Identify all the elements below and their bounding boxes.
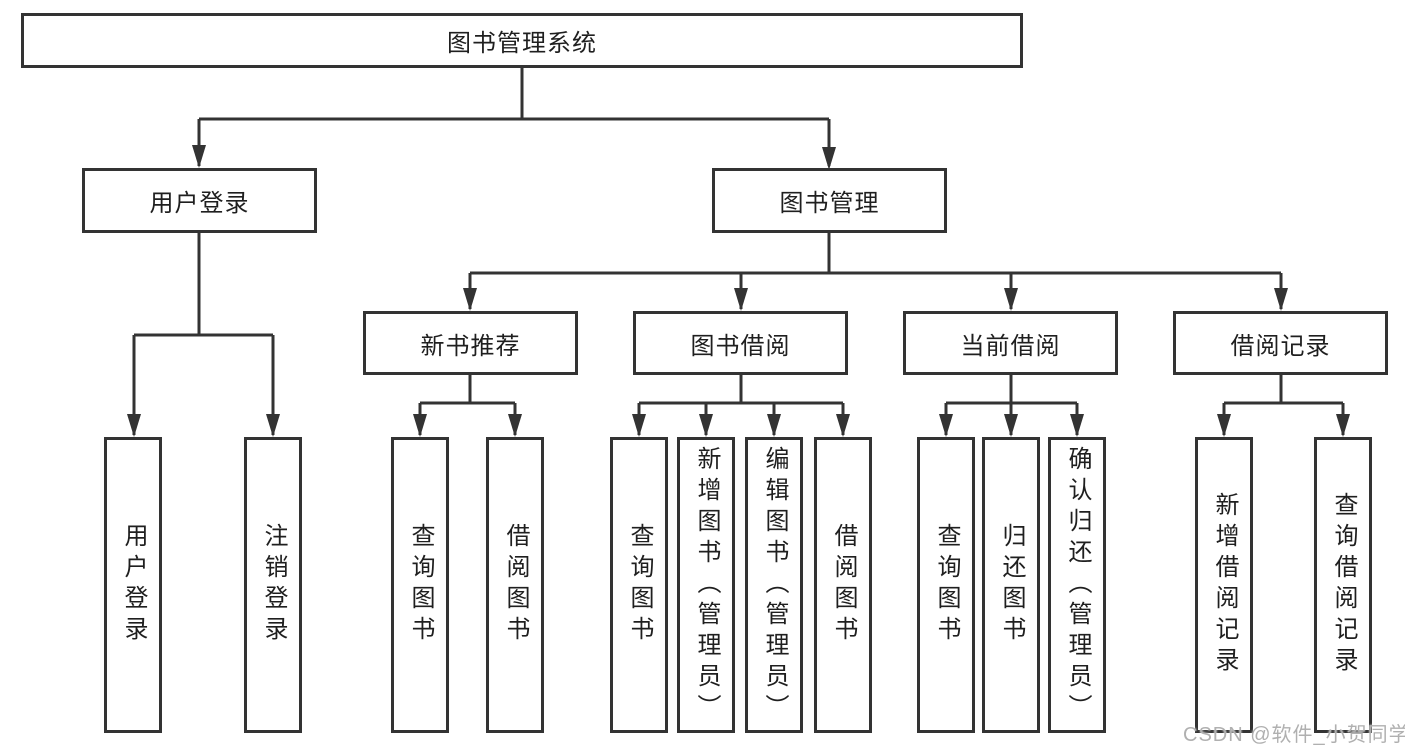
csdn-watermark: CSDN @软件_小贺同学 (1183, 724, 1405, 746)
leaf-query-books-1: 查询图书 (391, 437, 449, 733)
leaf-query-books-3-label: 查询图书 (933, 523, 960, 647)
node-new-book-recommend-label: 新书推荐 (420, 332, 521, 360)
node-library-management-system: 图书管理系统 (21, 13, 1023, 68)
leaf-confirm-return-admin-label: 确认归还（管理员） (1064, 445, 1091, 725)
leaf-edit-books-admin-label: 编辑图书（管理员） (761, 445, 788, 725)
leaf-add-books-admin: 新增图书（管理员） (677, 437, 735, 733)
node-book-management-label: 图书管理 (779, 190, 880, 217)
node-current-borrow-label: 当前借阅 (960, 332, 1061, 360)
leaf-borrow-books-1: 借阅图书 (486, 437, 544, 733)
leaf-query-books-2: 查询图书 (610, 437, 668, 733)
node-book-borrow-label: 图书借阅 (690, 332, 791, 360)
leaf-borrow-books-2: 借阅图书 (814, 437, 872, 733)
node-borrow-records-label: 借阅记录 (1230, 332, 1331, 360)
leaf-borrow-books-2-label: 借阅图书 (830, 523, 857, 647)
node-library-management-system-label: 图书管理系统 (447, 30, 597, 57)
node-book-borrow: 图书借阅 (633, 311, 848, 375)
leaf-query-borrow-record-label: 查询借阅记录 (1330, 492, 1357, 678)
leaf-query-books-3: 查询图书 (917, 437, 975, 733)
leaf-return-books-label: 归还图书 (998, 523, 1025, 647)
node-current-borrow: 当前借阅 (903, 311, 1118, 375)
leaf-edit-books-admin: 编辑图书（管理员） (745, 437, 803, 733)
leaf-add-books-admin-label: 新增图书（管理员） (693, 445, 720, 725)
connector-lines (132, 67, 1345, 435)
node-borrow-records: 借阅记录 (1173, 311, 1388, 375)
leaf-query-borrow-record: 查询借阅记录 (1314, 437, 1372, 733)
node-user-login-label: 用户登录 (149, 190, 250, 217)
leaf-logout: 注销登录 (244, 437, 302, 733)
leaf-borrow-books-1-label: 借阅图书 (502, 523, 529, 647)
leaf-user-login-label: 用户登录 (120, 523, 147, 647)
leaf-query-books-2-label: 查询图书 (626, 523, 653, 647)
leaf-user-login: 用户登录 (104, 437, 162, 733)
node-new-book-recommend: 新书推荐 (363, 311, 578, 375)
leaf-query-books-1-label: 查询图书 (407, 523, 434, 647)
leaf-add-borrow-record-label: 新增借阅记录 (1211, 492, 1238, 678)
leaf-logout-label: 注销登录 (260, 523, 287, 647)
node-book-management: 图书管理 (712, 168, 947, 233)
node-user-login: 用户登录 (82, 168, 317, 233)
leaf-confirm-return-admin: 确认归还（管理员） (1048, 437, 1106, 733)
leaf-add-borrow-record: 新增借阅记录 (1195, 437, 1253, 733)
leaf-return-books: 归还图书 (982, 437, 1040, 733)
